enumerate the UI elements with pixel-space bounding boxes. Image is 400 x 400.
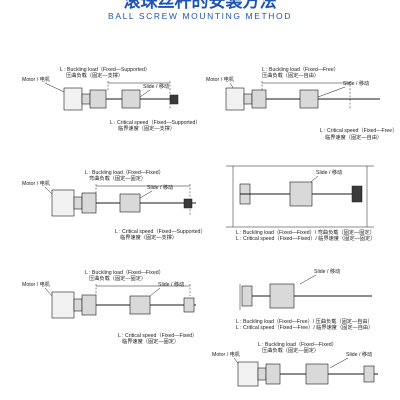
critical-speed-cn-label: 临界速度（固定—支撑） bbox=[120, 233, 177, 241]
slide-leader-line bbox=[149, 287, 161, 297]
slide-label: Slide / 移动 bbox=[314, 267, 340, 275]
motor-label: Motor / 电机 bbox=[22, 179, 51, 187]
critical-speed-label: L : Critical speed（Fixed—Supported） bbox=[110, 119, 201, 126]
slide-label: Slide / 移动 bbox=[158, 280, 184, 288]
fixed-support-end bbox=[363, 365, 375, 383]
fixed-support bbox=[89, 89, 107, 109]
buckling-load-label: L : Buckling load（Fixed—Supported） bbox=[60, 66, 150, 73]
critical-speed-cn-label: 临界速度（固定—支撑） bbox=[118, 124, 175, 132]
buckling-load-label: L : Buckling load（Fixed—Fixed） bbox=[85, 169, 164, 176]
motor-leader-line bbox=[44, 186, 53, 195]
buckling-load-cn-label: 压曲负载（固定—自由） bbox=[262, 71, 319, 79]
critical-speed-label: L : Critical speed（Fixed—Free）/ 临界速度（固定—… bbox=[236, 323, 373, 331]
motor-label: Motor / 电机 bbox=[206, 75, 235, 83]
diagram-fixed-free-lower-right: Slide / 移动 L : Buckling load（Fixed—Free）… bbox=[236, 267, 373, 331]
fixed-support bbox=[241, 285, 253, 307]
coupling bbox=[81, 93, 91, 105]
buckling-load-label: L : Buckling load（Fixed—Fixed） bbox=[85, 269, 164, 276]
supported-end bbox=[183, 198, 193, 209]
critical-speed-label: L : Critical speed（Fixed—Fixed） bbox=[118, 332, 197, 339]
ball-nut bbox=[129, 295, 151, 315]
fixed-support bbox=[81, 294, 97, 316]
diagram-fixed-fixed-bottom-right: L : Buckling load（Fixed—Fixed） 压曲负载（固定—固… bbox=[212, 341, 378, 387]
motor-label: Motor / 电机 bbox=[22, 75, 51, 83]
slide-leader-line bbox=[317, 86, 346, 98]
slide-label: Slide / 移动 bbox=[346, 350, 372, 358]
motor-label: Motor / 电机 bbox=[212, 350, 241, 358]
slide-label: Slide / 移动 bbox=[143, 82, 169, 90]
title-en: BALL SCREW MOUNTING METHOD bbox=[108, 11, 292, 21]
motor bbox=[63, 87, 83, 111]
fixed-support bbox=[81, 192, 97, 214]
motor-leader-line bbox=[44, 287, 53, 297]
critical-speed-label: L : Critical speed（Fixed—Free） bbox=[320, 127, 397, 134]
slide-label: Slide / 移动 bbox=[343, 79, 369, 87]
buckling-load-cn-label: 压曲负载（固定—固定） bbox=[89, 274, 146, 282]
buckling-load-cn-label: 压曲负载（固定—支撑） bbox=[66, 71, 123, 79]
buckling-load-label: L : Buckling load（Fixed—Free） bbox=[262, 66, 339, 73]
buckling-load-label: L : Buckling load（Fixed—Free）/ 压曲负载（固定—自… bbox=[236, 317, 373, 325]
diagram-fixed-fixed-lower-left: L : Buckling load（Fixed—Fixed） 压曲负载（固定—固… bbox=[22, 269, 197, 345]
motor bbox=[51, 291, 75, 319]
fixed-support-end bbox=[183, 297, 195, 313]
fixed-support bbox=[251, 89, 267, 109]
slide-leader-line bbox=[299, 274, 317, 285]
fixed-support bbox=[265, 363, 281, 385]
critical-speed-label: L : Critical speed（Fixed—Fixed）/ 临界速度（固定… bbox=[236, 234, 375, 242]
slide-leader-line bbox=[139, 190, 153, 199]
buckling-load-label: L : Buckling load（Fixed—Fixed）/ 弯曲负载（固定—… bbox=[236, 228, 375, 236]
motor-label: Motor / 电机 bbox=[22, 280, 51, 288]
coupling bbox=[73, 298, 83, 312]
critical-speed-label: L : Critical speed（Fixed—Supported） bbox=[115, 228, 206, 235]
buckling-load-cn-label: 弯曲负载（固定—固定） bbox=[89, 174, 146, 182]
supported-end bbox=[169, 94, 179, 105]
slide-label: Slide / 移动 bbox=[316, 168, 342, 176]
buckling-load-cn-label: 压曲负载（固定—固定） bbox=[262, 346, 319, 354]
coupling bbox=[73, 196, 83, 210]
diagram-fixed-free-right: L : Buckling load（Fixed—Free） 压曲负载（固定—自由… bbox=[206, 66, 397, 141]
fixed-support-end bbox=[351, 185, 363, 203]
slide-label: Slide / 移动 bbox=[147, 183, 173, 191]
slide-leader-line bbox=[139, 89, 151, 98]
critical-speed-cn-label: 临界速度（固定—自由） bbox=[325, 133, 382, 141]
title-cn: 滚珠丝杆的安装方法 bbox=[124, 0, 277, 11]
diagram-fixed-supported-left: L : Buckling load（Fixed—Supported） 压曲负载（… bbox=[22, 66, 201, 132]
ball-nut bbox=[305, 363, 329, 385]
critical-speed-cn-label: 临界速度（固定—固定） bbox=[122, 337, 179, 345]
ball-nut bbox=[299, 89, 319, 109]
motor bbox=[225, 87, 245, 111]
ball-nut bbox=[289, 181, 313, 207]
coupling bbox=[257, 367, 267, 381]
diagram-fixed-fixed-left: L : Buckling load（Fixed—Fixed） 弯曲负载（固定—固… bbox=[22, 169, 206, 241]
motor-leader-line bbox=[44, 82, 65, 93]
slide-leader-line bbox=[329, 357, 349, 369]
motor bbox=[237, 361, 259, 387]
diagram-fixed-fixed-right: Slide / 移动 L : Buckling load（Fixed—Fixed… bbox=[226, 165, 375, 242]
coupling bbox=[243, 93, 253, 105]
ball-nut bbox=[121, 89, 141, 109]
ball-nut bbox=[119, 193, 141, 213]
ball-nut bbox=[269, 283, 295, 309]
buckling-load-label: L : Buckling load（Fixed—Fixed） bbox=[258, 341, 337, 348]
motor bbox=[51, 189, 75, 217]
